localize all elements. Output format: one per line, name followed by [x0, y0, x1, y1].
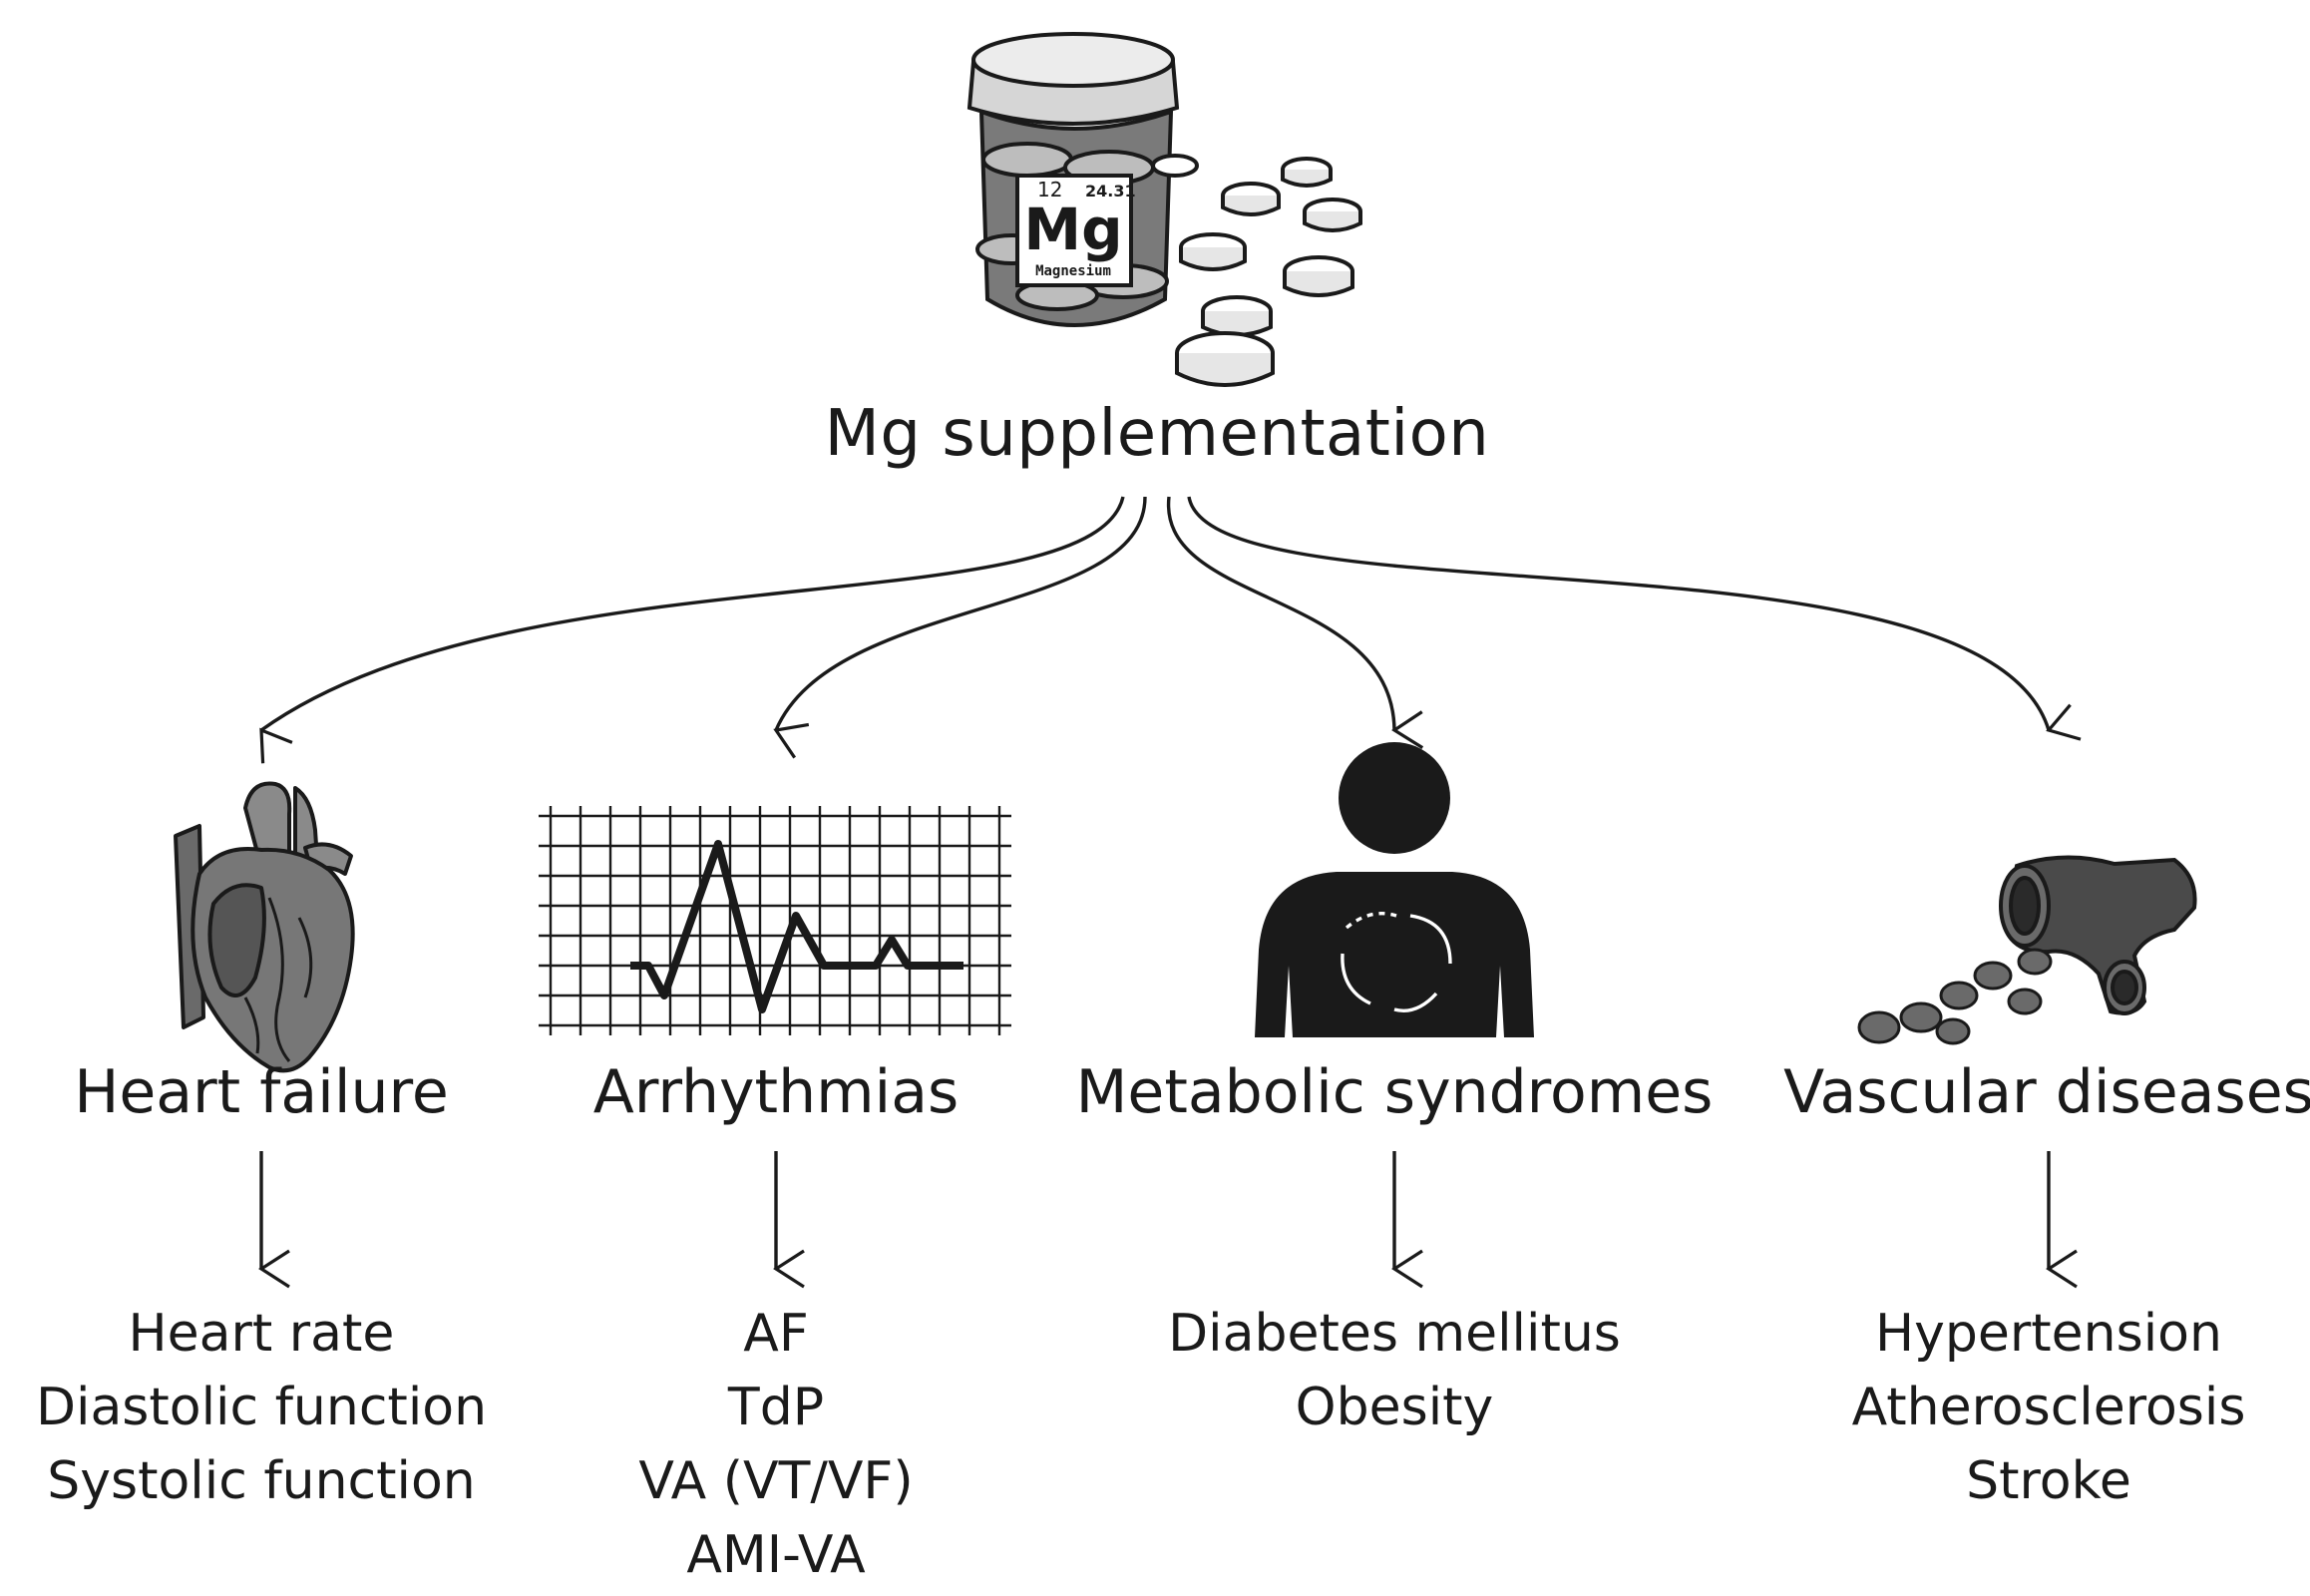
outcome-item: Diabetes mellitus — [1168, 1304, 1621, 1364]
category-title-metabolic-syndromes: Metabolic syndromes — [1075, 1057, 1714, 1127]
category-title-heart-failure: Heart failure — [74, 1057, 449, 1127]
outcome-item: AMI-VA — [686, 1525, 866, 1585]
outcome-item: VA (VT/VF) — [638, 1451, 914, 1511]
element-weight: 24.31 — [1085, 182, 1136, 200]
arrow-to-metabolic-syndromes — [1167, 496, 1424, 749]
element-name: Magnesium — [1035, 263, 1111, 279]
outcomes-arrhythmias: AF TdP VA (VT/VF) AMI-VA — [638, 1297, 913, 1592]
category-title-vascular-diseases: Vascular diseases — [1783, 1057, 2310, 1127]
element-number: 12 — [1037, 178, 1063, 201]
outcome-item: TdP — [727, 1378, 825, 1437]
element-symbol: Mg — [1023, 196, 1123, 263]
root-title: Mg supplementation — [824, 397, 1490, 471]
outcome-item: Stroke — [1966, 1451, 2131, 1511]
outcome-item: Diastolic function — [35, 1378, 488, 1437]
outcomes-vascular-diseases: Hypertension Atherosclerosis Stroke — [1852, 1297, 2246, 1518]
outcome-item: Hypertension — [1875, 1304, 2222, 1364]
arrow-to-heart-failure — [259, 496, 1125, 764]
category-title-arrhythmias: Arrhythmias — [592, 1057, 960, 1127]
outcome-item: Heart rate — [128, 1304, 395, 1364]
arrow-to-arrhythmias — [773, 496, 1147, 759]
outcomes-heart-failure: Heart rate Diastolic function Systolic f… — [36, 1297, 487, 1518]
outcomes-metabolic-syndromes: Diabetes mellitus Obesity — [1168, 1297, 1621, 1444]
arrow-to-vascular-diseases — [1187, 496, 2082, 741]
outcome-item: Atherosclerosis — [1851, 1378, 2246, 1437]
outcome-item: Systolic function — [47, 1451, 476, 1511]
outcome-item: AF — [743, 1304, 809, 1364]
outcome-item: Obesity — [1295, 1378, 1494, 1437]
